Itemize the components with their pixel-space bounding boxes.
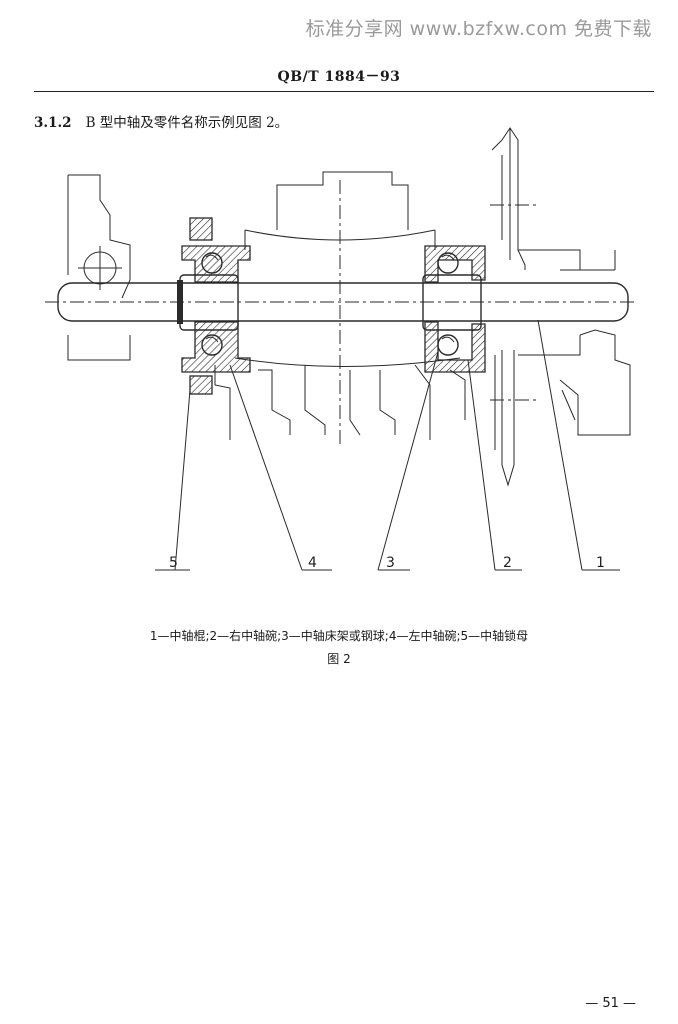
callout-leaders — [155, 319, 620, 571]
right-cup-assembly — [422, 245, 486, 373]
figure-legend: 1—中轴棍;2—右中轴碗;3—中轴床架或钢球;4—左中轴碗;5—中轴锁母 — [149, 629, 529, 643]
header-rule — [34, 91, 654, 92]
callout-5: 5 — [169, 555, 178, 571]
page-number: — 51 — — [585, 996, 636, 1011]
section-heading: 3.1.2 B 型中轴及零件名称示例见图 2。 — [34, 111, 288, 131]
axle — [45, 282, 638, 322]
bottom-bracket-drawing: 5 4 3 2 1 — [45, 127, 638, 571]
callout-3: 3 — [386, 555, 395, 571]
right-crank — [559, 250, 631, 436]
chainring — [490, 127, 581, 487]
watermark-text: 标准分享网 www.bzfxw.com 免费下载 — [305, 18, 652, 40]
left-cup-assembly — [177, 217, 251, 395]
callout-2: 2 — [503, 555, 512, 571]
figure-label: 图 2 — [327, 652, 351, 666]
callout-4: 4 — [308, 555, 317, 571]
left-frame-outline — [67, 174, 131, 361]
shell-housing — [244, 171, 436, 445]
callout-1: 1 — [596, 555, 605, 571]
section-number: 3.1.2 — [34, 115, 72, 131]
standard-code-header: QB/T 1884－93 — [277, 69, 401, 85]
section-text: B 型中轴及零件名称示例见图 2。 — [85, 115, 289, 131]
